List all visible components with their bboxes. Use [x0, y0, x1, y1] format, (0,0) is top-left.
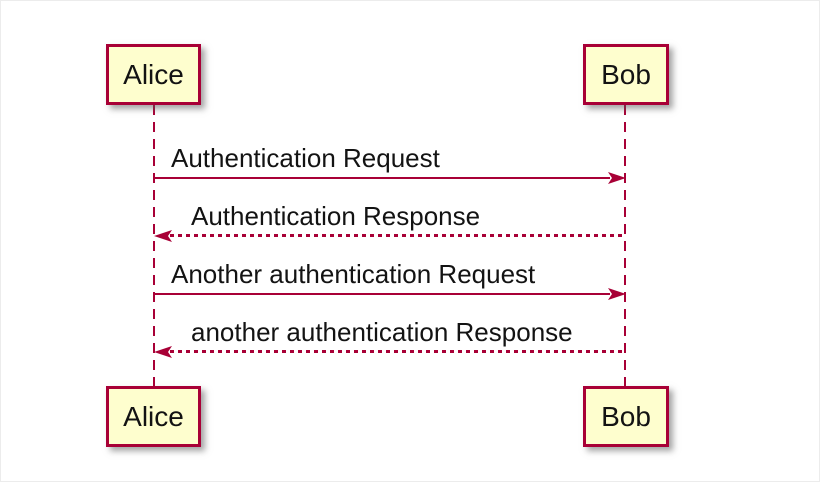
lifeline-alice: [153, 105, 155, 386]
participant-box-alice-bottom: Alice: [106, 386, 201, 447]
arrowhead-right-icon: [608, 288, 626, 300]
arrowhead-right-icon: [608, 172, 626, 184]
message-label: Authentication Response: [191, 201, 481, 231]
message-line-solid: [155, 293, 610, 295]
arrowhead-left-icon: [154, 230, 172, 242]
message-label: another authentication Response: [191, 317, 573, 347]
participant-label-alice: Alice: [123, 400, 184, 432]
lifeline-bob: [624, 105, 626, 386]
message-label: Authentication Request: [171, 143, 440, 173]
arrowhead-left-icon: [154, 346, 172, 358]
participant-box-bob-top: Bob: [583, 44, 669, 105]
participant-label-alice: Alice: [123, 58, 184, 90]
participant-label-bob: Bob: [601, 400, 651, 432]
message-line-dotted: [170, 234, 625, 237]
message-line-solid: [155, 177, 610, 179]
message-label: Another authentication Request: [171, 259, 536, 289]
participant-label-bob: Bob: [601, 58, 651, 90]
message-line-dotted: [170, 350, 625, 353]
participant-box-alice-top: Alice: [106, 44, 201, 105]
participant-box-bob-bottom: Bob: [583, 386, 669, 447]
